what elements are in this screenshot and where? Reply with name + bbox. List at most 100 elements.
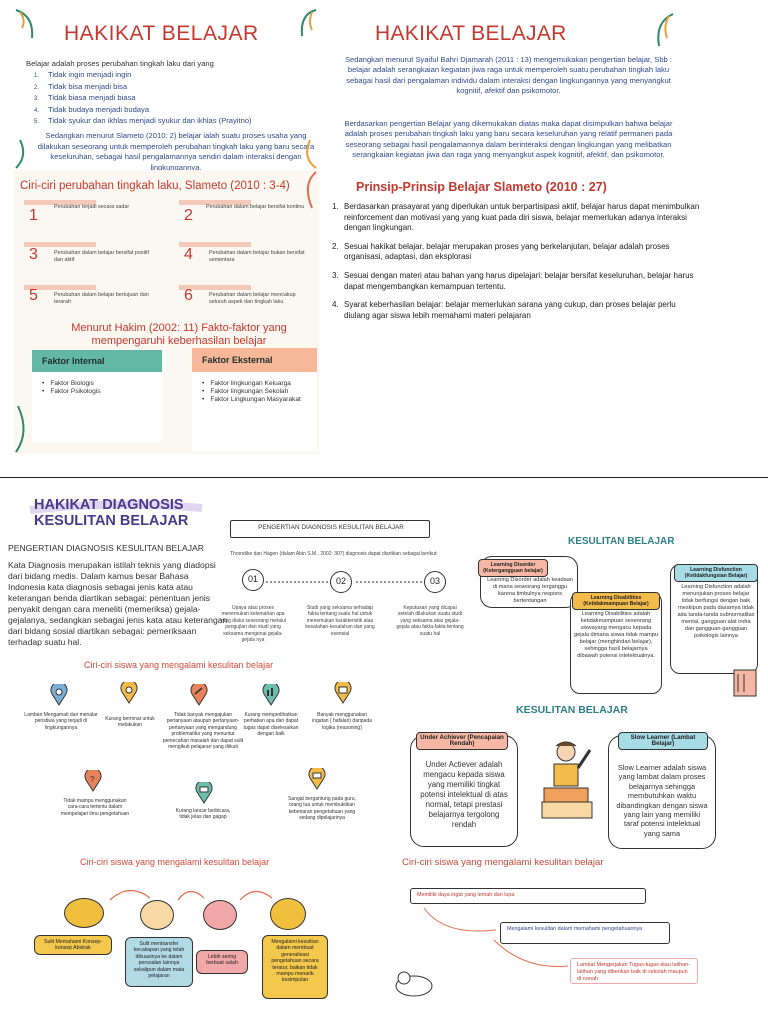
svg-text:?: ? bbox=[90, 775, 95, 784]
step-text: Studi yang seksama terhadap fakta tentan… bbox=[305, 605, 375, 637]
faktor-eksternal-title: Faktor Eksternal bbox=[192, 348, 317, 372]
cat-illustration-icon bbox=[395, 971, 433, 997]
slide-title: Ciri-ciri perubahan tingkah laku, Slamet… bbox=[20, 180, 290, 192]
slide-paragraph: Sedangkan menurut Slameto (2010: 2) bela… bbox=[37, 131, 315, 170]
ciri-heading: Ciri-ciri siswa yang mengalami kesulitan… bbox=[402, 857, 604, 868]
highlight-swatch bbox=[24, 200, 96, 205]
diagnosis-title: HAKIKAT DIAGNOSIS KESULITAN BELAJAR bbox=[34, 497, 189, 529]
ciri-heading: Ciri-ciri siswa yang mengalami kesulitan… bbox=[80, 857, 270, 867]
highlight-swatch bbox=[24, 242, 96, 247]
gear-blob-icon bbox=[203, 900, 237, 930]
slide-intro: Belajar adalah proses perubahan tingkah … bbox=[26, 59, 214, 68]
disfunction-card bbox=[670, 564, 758, 674]
list-item: 3.Tidak biasa menjadi biasa bbox=[34, 93, 136, 102]
brush-underline-icon bbox=[29, 500, 203, 514]
slide-paragraph: Sedangkan menurut Syaiful Bahri Djamarah… bbox=[344, 55, 672, 96]
disabilities-text: Learning Disabilities adalah ketidakmamp… bbox=[574, 611, 658, 659]
step-circle: 01 bbox=[242, 569, 264, 591]
ciri-label: Sangat bergantung pada guru, orang tua u… bbox=[288, 796, 356, 822]
faktor-eksternal-list: Faktor lingkungan Keluarga Faktor lingku… bbox=[192, 372, 317, 412]
slide-prinsip-belajar: Prinsip-Prinsip Belajar Slameto (2010 : … bbox=[322, 172, 704, 346]
faktor-internal-title: Faktor Internal bbox=[32, 350, 162, 372]
disabilities-title: Learning Disabilities (Ketidakmampuan Be… bbox=[572, 592, 660, 611]
disorder-title: Learning Disorder (Ketergangguan belajar… bbox=[478, 559, 548, 578]
slow-learner-text: Slow Learner adalah siswa yang lambat da… bbox=[616, 763, 708, 838]
leaf-decoration-icon bbox=[657, 13, 674, 47]
leaf-decoration-icon bbox=[15, 139, 25, 169]
ciri-number: 3 bbox=[29, 246, 38, 263]
disfunction-text: Learning Disfunction adalah menunjukan p… bbox=[677, 584, 755, 639]
highlight-swatch bbox=[24, 285, 96, 290]
highlight-swatch bbox=[179, 242, 251, 247]
leaf-decoration-icon bbox=[15, 9, 34, 39]
eye-pin-icon bbox=[50, 684, 68, 706]
ciri-label: Tidak banyak mengajukan pertanyaan ataup… bbox=[162, 712, 244, 751]
slide-hakikat-belajar-1: HAKIKAT BELAJAR Belajar adalah proses pe… bbox=[14, 8, 318, 170]
ciri-text: Perubahan dalam belajar bersifat kontinu bbox=[206, 204, 305, 210]
list-item: Faktor Biologis bbox=[42, 380, 152, 388]
ciri-label: Kurang lancar berbicara, tidak jelas dan… bbox=[175, 808, 231, 821]
bulb-blob-icon bbox=[140, 900, 174, 930]
ciri-heading: Ciri-ciri siswa yang mengalami kesulitan… bbox=[84, 660, 274, 670]
ciri-text: Perubahan dalam belajar mencakup seluruh… bbox=[209, 292, 296, 305]
slow-learner-card bbox=[608, 735, 716, 849]
question-pin-icon: ? bbox=[84, 770, 102, 792]
faktor-internal-box: Faktor Internal Faktor Biologis Faktor P… bbox=[32, 350, 162, 442]
book-pin-icon bbox=[334, 682, 352, 704]
slide-title: HAKIKAT BELAJAR bbox=[375, 22, 567, 45]
highlight-swatch bbox=[179, 200, 251, 205]
kesulitan-title: KESULITAN BELAJAR bbox=[516, 704, 628, 716]
ciri2-card: Sulit Memahami Konsep-konsep Abstrak bbox=[34, 935, 112, 955]
highlight-swatch bbox=[179, 285, 251, 290]
ciri-number: 2 bbox=[184, 207, 193, 224]
ciri-label: Kurang memperlihatkan perhatian apa dan … bbox=[243, 712, 299, 738]
pengertian-banner: PENGERTIAN DIAGNOSIS KESULITAN BELAJAR bbox=[230, 520, 430, 538]
disfunction-title: Learning Disfunction (Ketidakfungsian Be… bbox=[674, 564, 758, 583]
list-item: 2.Tidak bisa menjadi bisa bbox=[34, 81, 128, 91]
monitor-blob-icon bbox=[270, 898, 306, 930]
ciri2-card: Mengalami kesulitan dalam membuat genera… bbox=[262, 935, 328, 999]
kesulitan-title: KESULITAN BELAJAR bbox=[568, 536, 675, 547]
slide-ciri-perubahan: Ciri-ciri perubahan tingkah laku, Slamet… bbox=[14, 170, 319, 454]
slide-title: Prinsip-Prinsip Belajar Slameto (2010 : … bbox=[356, 180, 607, 194]
step-circle: 02 bbox=[330, 571, 352, 593]
banner-text: PENGERTIAN DIAGNOSIS KESULITAN BELAJAR bbox=[258, 524, 404, 531]
leaf-decoration-icon bbox=[306, 139, 317, 169]
ciri-number: 4 bbox=[184, 246, 193, 263]
list-item: 1.Berdasarkan prasayarat yang diperlukan… bbox=[332, 202, 700, 233]
step-text: Keputusan yang dicapai setelah dilakukan… bbox=[396, 605, 464, 637]
faktor-eksternal-box: Faktor Eksternal Faktor lingkungan Kelua… bbox=[192, 348, 317, 451]
slide-paragraph: Berdasarkan pengertian Belajar yang dike… bbox=[344, 119, 673, 160]
hakim-heading: Menurut Hakim (2002: 11) Fakto-faktor ya… bbox=[71, 322, 287, 347]
ciri-label: Lamban Mengamati dan menalar peristiwa y… bbox=[24, 712, 98, 731]
chart-pin-icon bbox=[262, 684, 280, 706]
list-item: 3.Sesuai dengan materi atau bahan yang h… bbox=[332, 270, 694, 291]
list: 1.Tidak ingin menjadi ingin 2.Tidak bisa… bbox=[34, 70, 252, 128]
student-illustration-icon bbox=[541, 741, 593, 819]
ciri3-bar: Memiliki daya ingat yang lemah dan lupa bbox=[410, 888, 646, 904]
list-item: 4.Syarat keberhasilan belajar: belajar m… bbox=[332, 300, 676, 320]
message-pin-icon bbox=[308, 768, 326, 790]
list-item: Faktor lingkungan Sekolah bbox=[202, 388, 307, 396]
paper-roll-icon bbox=[733, 669, 757, 697]
under-achiever-card bbox=[410, 735, 518, 847]
under-achiever-title: Under Achiever (Pencapaian Rendah) bbox=[416, 732, 508, 751]
ciri3-bar: Mengalami kesulitan dalam memahami penge… bbox=[500, 922, 670, 944]
thorndike-text: Thorndike dan Hagen (dalam Abin S.M., 20… bbox=[230, 551, 438, 557]
slide-hakikat-belajar-2: HAKIKAT BELAJAR Sedangkan menurut Syaifu… bbox=[333, 12, 676, 172]
disorder-text: Learning Disorder adalah keadaan di mana… bbox=[487, 577, 573, 604]
ciri-text: Perubahan dalam belajar bersifat positif… bbox=[54, 250, 149, 263]
ciri-label: Banyak menggunakan ingatan ( hafalan) da… bbox=[312, 712, 372, 731]
pencil-pin-icon bbox=[190, 684, 208, 706]
ciri-label: Tidak mampu menggunakan cara-cara terten… bbox=[60, 798, 130, 817]
slide-title: HAKIKAT BELAJAR bbox=[64, 22, 259, 45]
list-item: 4.Tidak budaya menjadi budaya bbox=[34, 104, 150, 114]
ciri-number: 1 bbox=[29, 207, 38, 224]
leaf-decoration-icon bbox=[300, 9, 317, 37]
step-text: Upaya atau proses menemukan kelemahan ap… bbox=[220, 605, 286, 644]
ciri3-bar: Lambat Mengerjakan Tugas-tugas atau lati… bbox=[570, 958, 698, 984]
flow-arrows-icon bbox=[423, 907, 569, 967]
faktor-internal-list: Faktor Biologis Faktor Psikologis bbox=[32, 372, 162, 404]
diagnosis-subtitle: PENGERTIAN DIAGNOSIS KESULITAN BELAJAR bbox=[8, 543, 204, 553]
search-pin-icon bbox=[120, 682, 138, 704]
